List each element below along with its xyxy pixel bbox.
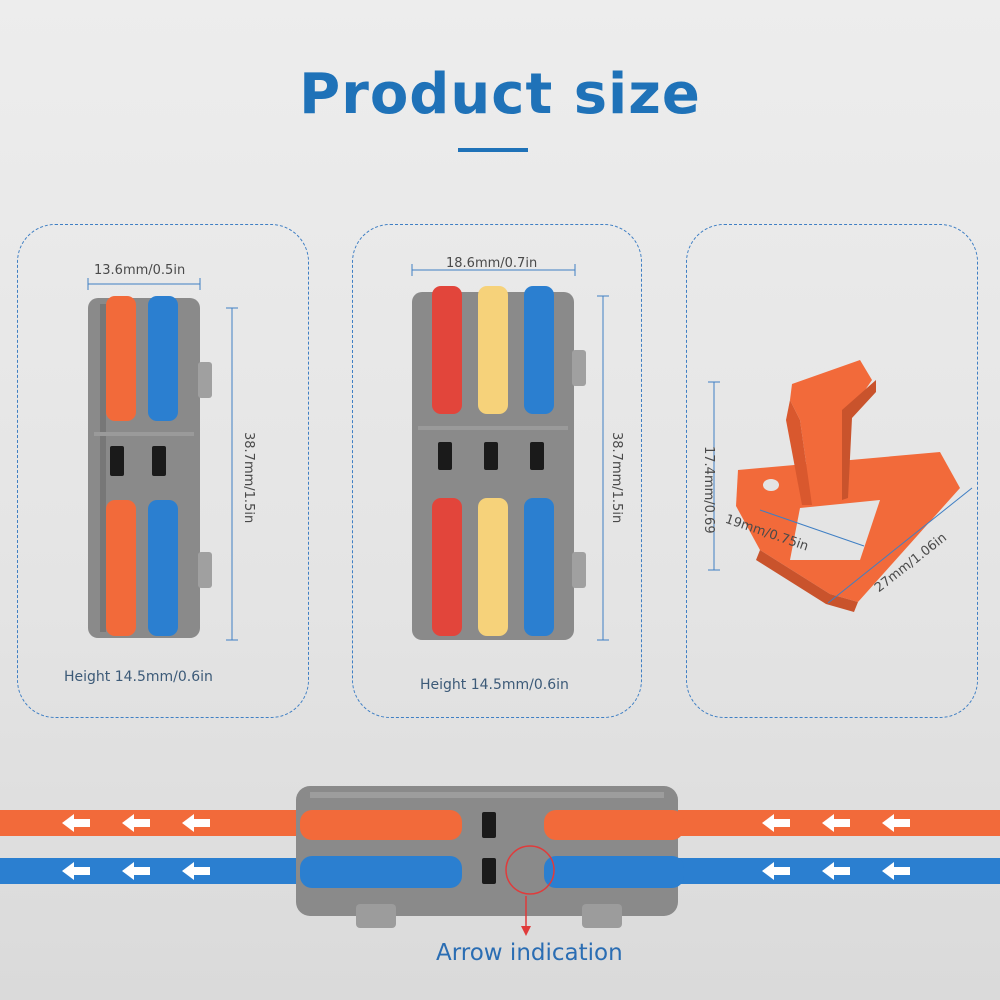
mounting-bracket <box>736 360 960 612</box>
middle-panel <box>352 224 642 718</box>
lever-orange-bottom <box>106 500 136 636</box>
middle-height-label: Height 14.5mm/0.6in <box>420 677 569 693</box>
arrow-indication-caption: Arrow indication <box>436 940 623 966</box>
lever-orange-top <box>106 296 136 421</box>
middle-connector <box>412 286 586 640</box>
bottom-assembly <box>0 786 1000 936</box>
left-length-label: 38.7mm/1.5in <box>241 432 256 524</box>
middle-width-label: 18.6mm/0.7in <box>446 256 538 271</box>
left-panel <box>17 224 309 718</box>
indicator-circle <box>505 845 555 895</box>
lever-blue-bottom <box>148 500 178 636</box>
right-panel <box>686 224 978 718</box>
title-underline <box>458 148 528 152</box>
middle-length-label: 38.7mm/1.5in <box>609 432 624 524</box>
left-width-label: 13.6mm/0.5in <box>94 263 186 278</box>
right-height-label: 17.4mm/0.69 <box>701 446 716 534</box>
left-connector <box>88 296 212 638</box>
page-title: Product size <box>299 62 701 127</box>
lever-blue-top <box>148 296 178 421</box>
left-height-label: Height 14.5mm/0.6in <box>64 669 213 685</box>
